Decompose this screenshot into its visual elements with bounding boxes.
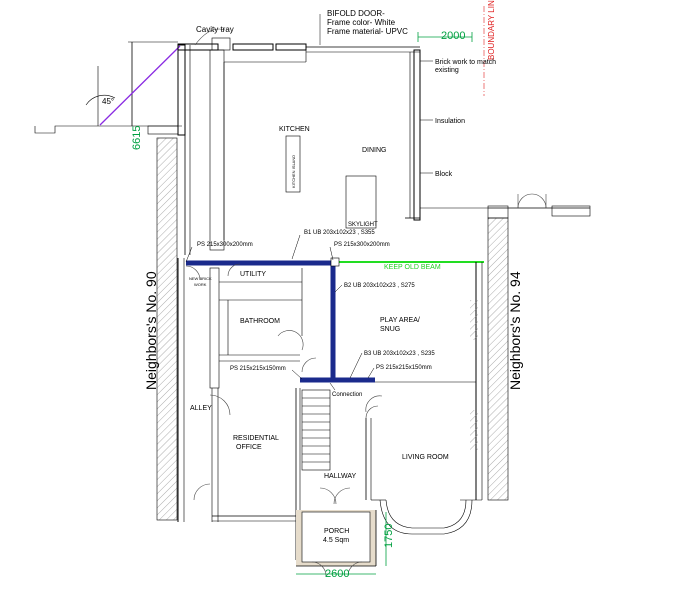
- living-room-label: LIVING ROOM: [402, 454, 449, 461]
- alley-label: ALLEY: [190, 405, 212, 412]
- door-swings: [185, 263, 383, 505]
- ps-left-label: PS 215x300x200mm: [197, 242, 253, 248]
- hallway-label: HALLWAY: [324, 473, 356, 480]
- neighbor-94-wall: [487, 217, 509, 501]
- dim-1750: 1750: [383, 524, 395, 548]
- new-brick-label-1: NEW BRICK: [189, 276, 212, 281]
- porch-area-label: 4.5 Sqm: [323, 537, 349, 544]
- b2-label: B2 UB 203x102x23 , S275: [344, 283, 415, 289]
- kitchen-units: [209, 49, 307, 251]
- bifold-material: Frame material- UPVC: [327, 27, 408, 36]
- porch: [296, 510, 377, 577]
- residential-label-1: RESIDENTIAL: [233, 435, 279, 442]
- angle-line: [99, 45, 181, 126]
- b1-label: B1 UB 203x102x23 , S355: [304, 230, 375, 236]
- ps-lower-right-label: PS 215x215x150mm: [376, 365, 432, 371]
- neighbors-90-label: Neighbors's No. 90: [143, 271, 159, 390]
- ps-lower-left-label: PS 215x215x150mm: [230, 366, 286, 372]
- staircase: [301, 389, 331, 471]
- kitchen-label: KITCHEN: [279, 126, 310, 133]
- bifold-title: BIFOLD DOOR-: [327, 9, 385, 18]
- site-ground-line: [34, 41, 182, 135]
- bathroom-label: BATHROOM: [240, 318, 280, 325]
- dim-6615: 6615: [131, 126, 143, 150]
- residential-label-2: OFFICE: [236, 444, 262, 451]
- kitchen-island: [285, 135, 301, 193]
- play-area-label-2: SNUG: [380, 326, 400, 333]
- dim-2000: 2000: [441, 30, 465, 42]
- garden-doors: [487, 193, 591, 219]
- dining-label: DINING: [362, 147, 387, 154]
- play-area-label-1: PLAY AREA/: [380, 317, 420, 324]
- brick-note-1: Brick work to match: [435, 59, 496, 66]
- insulation-label: Insulation: [435, 118, 465, 125]
- bay-window: [379, 499, 473, 535]
- extension-left-wall: [177, 44, 191, 255]
- b3-label: B3 UB 203x102x23 , S235: [364, 351, 435, 357]
- connection-label: Connection: [332, 392, 362, 398]
- neighbors-94-label: Neighbors's No. 94: [507, 271, 523, 390]
- porch-label: PORCH: [324, 528, 349, 535]
- new-brick-label-2: WORK: [194, 282, 207, 287]
- kitchen-island-label: KITCHEN ISLAND: [291, 155, 296, 188]
- utility-label: UTILITY: [240, 271, 266, 278]
- neighbor-90-wall: [156, 137, 178, 521]
- keep-old-beam-label: KEEP OLD BEAM: [384, 264, 441, 271]
- skylight: [345, 175, 377, 229]
- block-label: Block: [435, 171, 453, 178]
- ps-right-label: PS 215x300x200mm: [334, 242, 390, 248]
- bifold-color: Frame color- White: [327, 18, 396, 27]
- skylight-label: SKYLIGHT: [348, 222, 378, 228]
- extension-right-wall: [405, 49, 488, 221]
- cavity-tray-label: Cavity tray: [196, 25, 234, 34]
- boundary-line-label: BOUNDARY LINE: [487, 0, 496, 60]
- brick-note-2: existing: [435, 67, 459, 74]
- angle-label: 45°: [102, 97, 114, 106]
- dim-2600: 2600: [325, 568, 349, 580]
